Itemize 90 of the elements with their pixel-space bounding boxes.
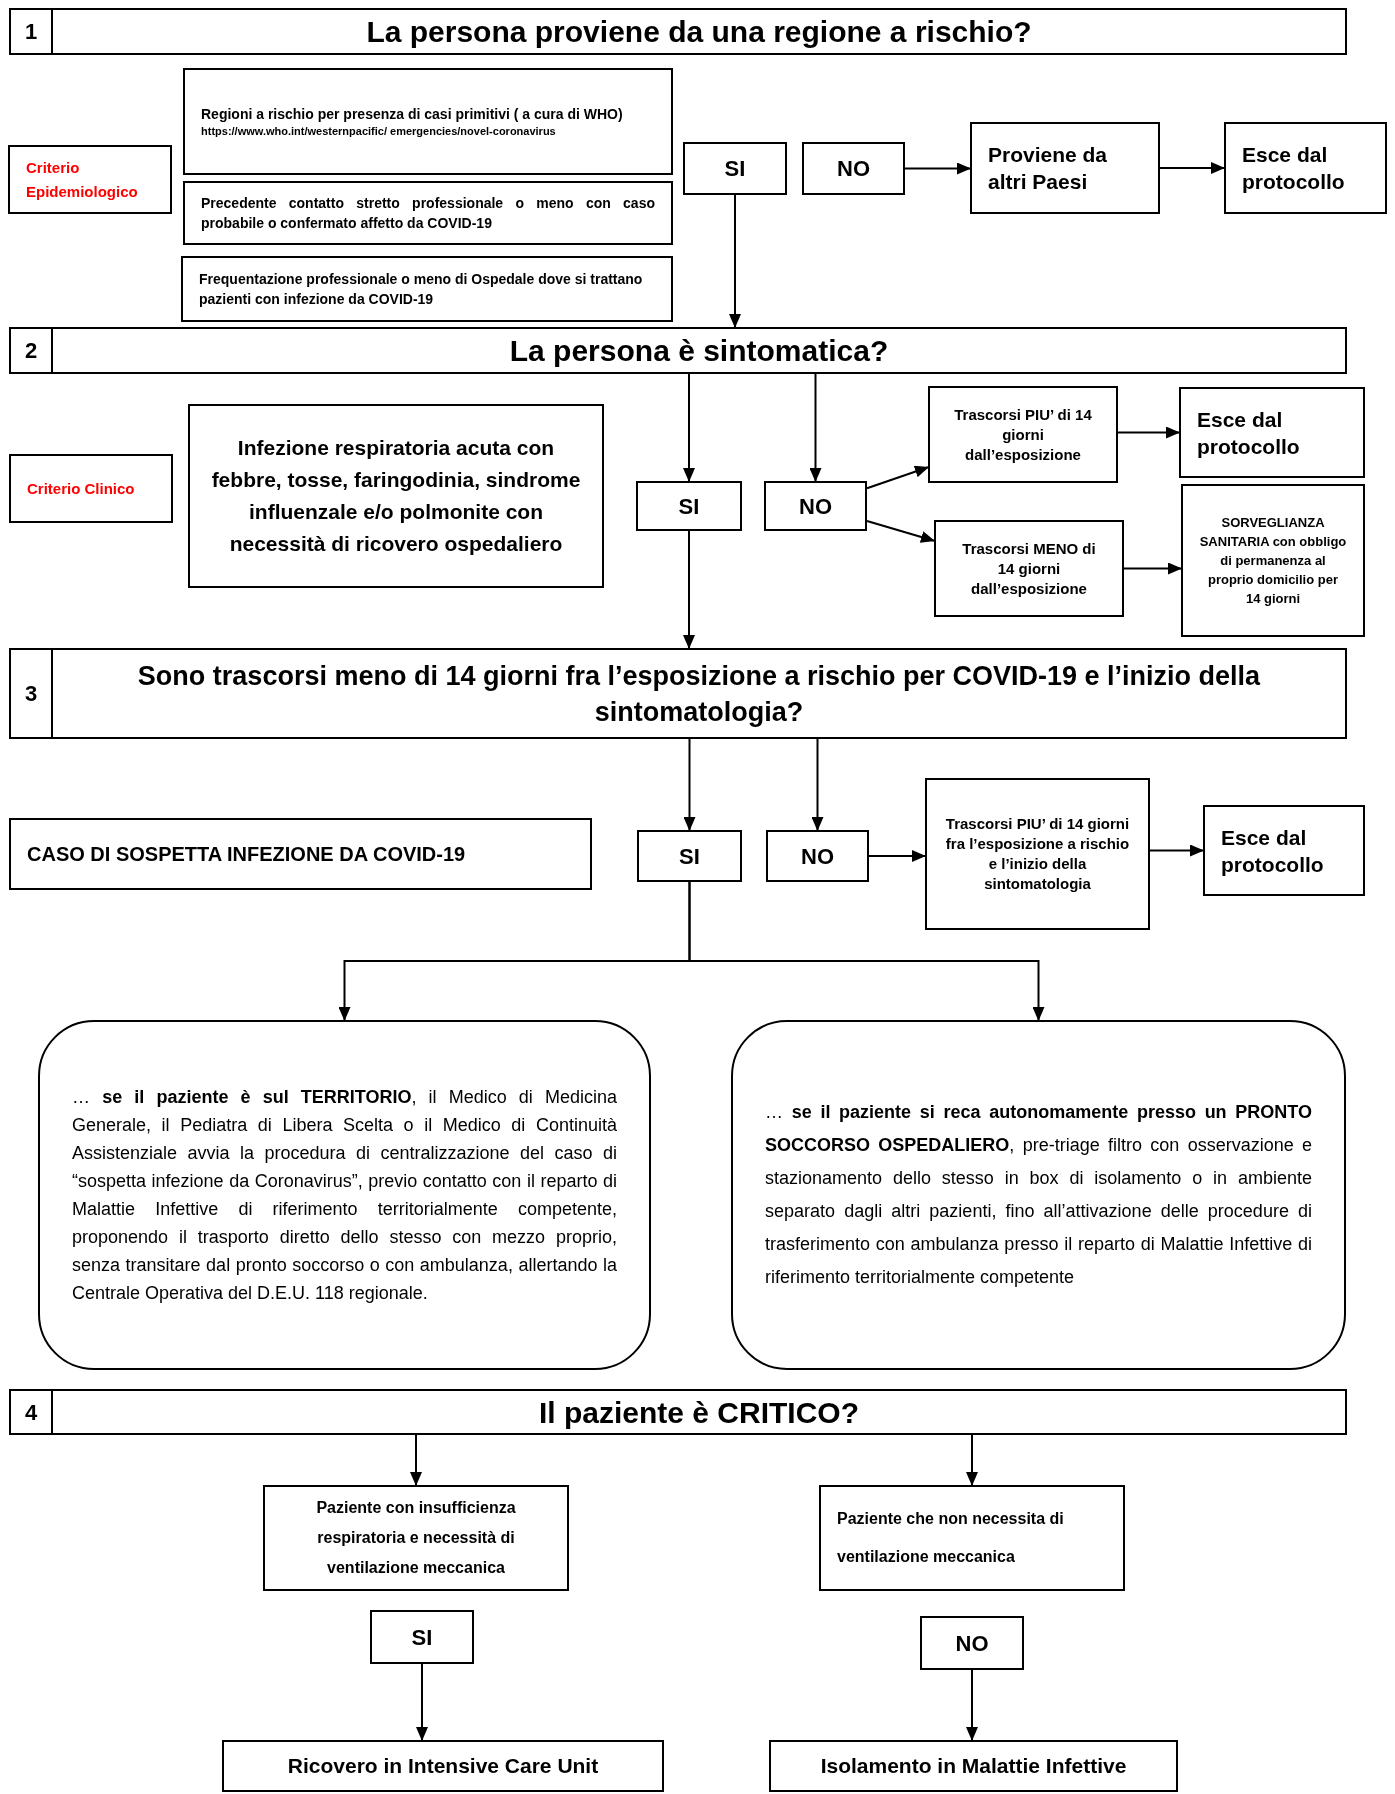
process-box	[1179, 387, 1365, 478]
process-box	[769, 1740, 1178, 1792]
arrow	[811, 738, 824, 831]
box-text: Criterio Epidemiologico	[26, 157, 139, 202]
process-box	[764, 481, 867, 531]
process-box	[683, 142, 787, 195]
box-text: … se il paziente si reca autonomamente presso un PRONTO SOCCORSO OSPEDALIERO, pre-triage filtro con osservazione e stazionamento dello stesso in box di isolamento o in ambiente separato dagli altri pazienti, fino all’attivazione delle procedure di trasferimento con ambulanza presso il reparto di Malattie Infettive di riferimento territorialmente competente	[765, 1101, 1312, 1289]
process-box	[263, 1485, 569, 1591]
criterion-box	[9, 454, 173, 523]
box-text: SI	[677, 492, 701, 521]
process-box	[766, 830, 869, 882]
process-box	[636, 481, 742, 531]
process-box	[181, 256, 673, 322]
arrow	[688, 881, 1045, 1021]
arrow	[866, 520, 935, 543]
question-header	[9, 648, 1347, 739]
process-box	[1224, 122, 1387, 214]
process-box	[188, 404, 604, 588]
box-text: Frequentazione professionale o meno di Ospedale dove si trattano pazienti con infezione da COVID-19	[199, 270, 644, 309]
arrow	[1123, 562, 1182, 575]
arrow	[683, 530, 695, 649]
box-text: Proviene da altri Paesi	[988, 142, 1109, 195]
box-text: CASO DI SOSPETTA INFEZIONE DA COVID-19	[27, 842, 467, 867]
question-text: La persona è sintomatica?	[509, 333, 889, 369]
process-box	[637, 830, 742, 882]
arrow	[683, 738, 696, 831]
process-box	[183, 181, 673, 245]
step-number: 1	[24, 18, 38, 46]
box-text: Paziente che non necessita di ventilazione meccanica	[837, 1509, 1065, 1567]
box-text: Ricovero in Intensive Care Unit	[286, 1753, 600, 1780]
box-text: Isolamento in Malattie Infettive	[819, 1753, 1128, 1780]
arrow	[410, 1434, 422, 1486]
process-box	[222, 1740, 664, 1792]
step-number: 3	[24, 680, 38, 708]
arrow	[868, 850, 926, 862]
box-text: Esce dal protocollo	[1221, 824, 1325, 878]
process-box	[1203, 805, 1365, 896]
arrow	[683, 373, 695, 482]
process-box	[183, 68, 673, 175]
arrow	[416, 1663, 428, 1741]
process-box	[925, 778, 1150, 930]
question-header	[9, 8, 1347, 55]
process-box	[819, 1485, 1125, 1591]
box-text: SORVEGLIANZA SANITARIA con obbligo di permanenza al proprio domicilio per 14 giorni	[1199, 514, 1347, 608]
box-text: NO	[800, 842, 835, 871]
arrow	[966, 1434, 978, 1486]
box-text: Esce dal protocollo	[1197, 406, 1301, 460]
box-text: Regioni a rischio per presenza di casi primitivi ( a cura di WHO)	[201, 104, 624, 123]
rounded-text-box	[38, 1020, 651, 1370]
step-number: 2	[24, 337, 38, 365]
url-text: https://www.who.int/westernpacific/ emergencies/novel-coronavirus	[201, 123, 557, 139]
box-text: Criterio Clinico	[27, 478, 136, 499]
process-box	[1181, 484, 1365, 637]
question-text: Sono trascorsi meno di 14 giorni fra l’esposizione a rischio per COVID-19 e l’inizio della sintomatologia?	[136, 659, 1262, 729]
question-text: La persona proviene da una regione a rischio?	[366, 14, 1032, 50]
arrow	[809, 373, 822, 482]
box-text: SI	[410, 1623, 434, 1652]
box-text: SI	[723, 155, 747, 183]
arrow	[1149, 844, 1204, 857]
arrow	[1159, 162, 1225, 174]
box-text: SI	[678, 842, 701, 871]
arrow	[966, 1669, 978, 1741]
arrow	[904, 162, 971, 175]
question-text: Il paziente è CRITICO?	[538, 1394, 859, 1431]
step-number: 4	[24, 1398, 38, 1427]
question-header	[9, 327, 1347, 374]
box-text: Infezione respiratoria acuta con febbre, tosse, faringodinia, sindrome influenzale e/o polmonite con necessità di ricovero ospedaliero	[210, 435, 582, 557]
process-box	[370, 1610, 474, 1664]
box-text: Paziente con insufficienza respiratoria e necessità di ventilazione meccanica	[315, 1498, 517, 1578]
process-box	[970, 122, 1160, 214]
criterion-box	[8, 145, 172, 214]
process-box	[934, 520, 1124, 617]
box-text: NO	[954, 1629, 990, 1658]
rounded-text-box	[731, 1020, 1346, 1370]
box-text: … se il paziente è sul TERRITORIO, il Medico di Medicina Generale, il Pediatra di Libera Scelta o il Medico di Continuità Assistenziale avvia la procedura di centralizzazione del caso di “sospetta infezione da Coronavirus”, previo contatto con il reparto di Malattie Infettive di riferimento territorialmente competente, proponendo il trasporto diretto dello stesso con mezzo proprio, senza transitare dal pronto soccorso o con ambulanza, allertando la Centrale Operativa del D.E.U. 118 regionale.	[72, 1086, 617, 1305]
box-text: Esce dal protocollo	[1242, 142, 1346, 195]
process-box	[928, 386, 1118, 483]
arrow	[729, 194, 741, 328]
arrow	[1117, 426, 1180, 439]
process-box	[9, 818, 592, 890]
box-text: NO	[836, 155, 871, 183]
box-text: Precedente contatto stretto professionale o meno con caso probabile o confermato affetto da COVID-19	[201, 194, 655, 233]
question-header	[9, 1389, 1347, 1435]
box-text: Trascorsi PIU’ di 14 giorni dall’esposizione	[953, 404, 1093, 465]
process-box	[802, 142, 905, 195]
box-text: Trascorsi PIU’ di 14 giorni fra l’esposizione a rischio e l’inizio della sintomatologia	[944, 814, 1131, 894]
process-box	[920, 1616, 1024, 1670]
arrow	[866, 465, 929, 490]
box-text: NO	[798, 492, 833, 521]
box-text: Trascorsi MENO di 14 giorni dall’esposizione	[961, 538, 1097, 599]
